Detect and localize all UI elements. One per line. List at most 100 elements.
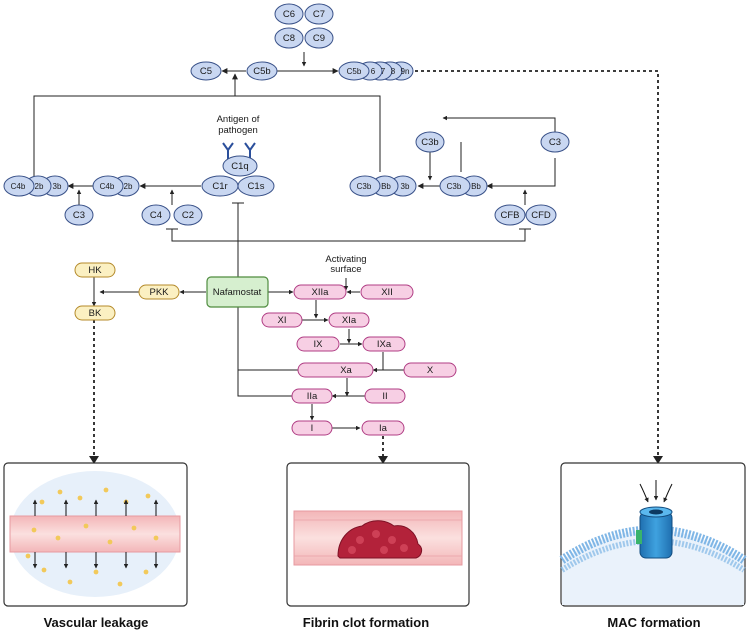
node-ix: [296, 336, 340, 352]
c4b2b3b-part-3b: 3b: [53, 182, 62, 191]
node-c5: C5: [190, 61, 222, 81]
node-c1r: C1r: [201, 175, 239, 197]
node-c3b-label: C3b: [421, 137, 438, 148]
node-c9-label: C9: [313, 33, 325, 44]
c4b2b-part-c4b: C4b: [100, 182, 115, 191]
connector-lines: [33, 52, 556, 431]
panel-fibrin-title: Fibrin clot formation: [303, 615, 429, 630]
antigen-label-line2: pathogen: [218, 125, 258, 136]
node-iia-label: IIa: [307, 391, 318, 402]
node-ix-label: IX: [314, 339, 324, 350]
node-c1s: C1s: [237, 175, 275, 197]
node-xa: [297, 362, 374, 378]
node-c1r-label: C1r: [212, 181, 227, 192]
activating-surface-line2: surface: [330, 264, 361, 275]
panel-fibrin-clot: [286, 462, 470, 607]
node-c7-label: C7: [313, 9, 325, 20]
node-c1q-label: C1q: [231, 161, 248, 172]
insertion-arrows-icon: [639, 480, 673, 503]
node-x-label: X: [427, 365, 434, 376]
node-nafamostat: Nafamostat: [206, 276, 269, 308]
node-ia-label: Ia: [379, 423, 388, 434]
node-c4b2b3b: C4b 2b 3b: [3, 175, 69, 197]
node-c1q: C1q: [222, 155, 258, 177]
node-hk: HK: [74, 262, 116, 278]
node-ii: [364, 388, 406, 404]
c4b2b3b-part-2b: 2b: [35, 182, 44, 191]
node-xia: [328, 312, 370, 328]
node-c3-left: C3: [64, 204, 94, 226]
node-pkk-label: PKK: [149, 287, 169, 298]
mac-6: 6: [371, 67, 376, 76]
c3bbb-part-bb: Bb: [471, 182, 481, 191]
leak-arrows-icon: [32, 499, 159, 569]
c4b2b-part-2b: 2b: [124, 182, 133, 191]
node-c3bbb3b: C3b Bb 3b: [349, 175, 417, 197]
node-cfd: CFD: [525, 204, 557, 226]
mac-9n: 9n: [401, 67, 410, 76]
dashed-arrows: [93, 70, 659, 458]
node-cfb: CFB: [494, 204, 526, 226]
coag-nodes: [261, 284, 457, 436]
node-ii-label: II: [382, 391, 387, 402]
mac-pore-icon: [636, 506, 673, 559]
node-bk: BK: [74, 305, 116, 321]
c3bbb3b-part-3b: 3b: [401, 182, 410, 191]
antibody-icon: [222, 142, 256, 160]
membrane-icon: [559, 525, 747, 564]
node-c3-right-label: C3: [549, 137, 561, 148]
node-cfd-label: CFD: [531, 210, 551, 221]
panel-vascular-title: Vascular leakage: [44, 615, 149, 630]
node-c8-label: C8: [283, 33, 295, 44]
coag-labels: XIIa XII XI XIa IX IXa Xa X IIa II I Ia: [278, 287, 434, 434]
node-c4b2b: C4b 2b: [92, 175, 140, 197]
node-c1s-label: C1s: [248, 181, 265, 192]
node-pkk: PKK: [138, 284, 180, 300]
node-mac-complex: C5b 6 7 8 9n: [338, 61, 414, 81]
node-c5b-label: C5b: [253, 66, 270, 77]
dashed-arrow-heads: [89, 456, 663, 464]
panel-vascular-leakage: [3, 462, 188, 607]
node-xii: [360, 284, 414, 300]
node-iia: [291, 388, 333, 404]
node-bk-label: BK: [89, 308, 102, 319]
mac-8: 8: [391, 67, 396, 76]
node-c9: [304, 27, 334, 49]
complement-c6-c9-cluster: C6 C7 C8 C9: [274, 3, 334, 49]
node-xiia: [293, 284, 347, 300]
c4b2b3b-part-c4b: C4b: [11, 182, 26, 191]
node-c4-label: C4: [150, 210, 162, 221]
node-xa-label: Xa: [340, 365, 352, 376]
panel-mac-title: MAC formation: [607, 615, 700, 630]
node-xi: [261, 312, 303, 328]
c3bbb-part-c3b: C3b: [447, 182, 462, 191]
leak-particles-icon: [25, 487, 159, 587]
node-ixa-label: IXa: [377, 339, 392, 350]
mac-7: 7: [381, 67, 386, 76]
nafamostat-label: Nafamostat: [213, 287, 262, 298]
c3bbb3b-part-c3b: C3b: [357, 182, 372, 191]
node-xi-label: XI: [278, 315, 287, 326]
node-xii-label: XII: [381, 287, 393, 298]
antigen-label-line1: Antigen of: [217, 114, 260, 125]
c3bbb3b-part-bb: Bb: [381, 182, 391, 191]
node-c3-right: C3: [540, 131, 570, 153]
node-c5b: C5b: [246, 61, 278, 81]
node-c5-label: C5: [200, 66, 212, 77]
node-xiia-label: XIIa: [312, 287, 330, 298]
node-c3b: C3b: [415, 131, 445, 153]
node-c3-left-label: C3: [73, 210, 85, 221]
node-ia: [361, 420, 405, 436]
panel-mac-formation: [559, 462, 747, 607]
node-c7: [304, 3, 334, 25]
node-c3bbb: C3b Bb: [439, 175, 488, 197]
vessel-wall-icon: [9, 515, 181, 553]
node-c4: C4: [141, 204, 171, 226]
node-cfb-label: CFB: [501, 210, 520, 221]
node-xia-label: XIa: [342, 315, 357, 326]
node-c6-label: C6: [283, 9, 295, 20]
node-x: [403, 362, 457, 378]
node-c2: C2: [173, 204, 203, 226]
node-c6: [274, 3, 304, 25]
